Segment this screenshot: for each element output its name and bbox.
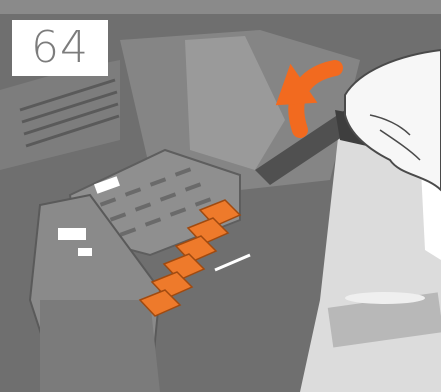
frame-label-1 (58, 228, 86, 240)
step-number: 64 (31, 26, 89, 70)
step-number-box: 64 (12, 20, 108, 76)
frame-label-2 (78, 248, 92, 256)
roller-highlight (345, 292, 425, 304)
top-edge (0, 0, 441, 14)
carriage-base (40, 300, 160, 392)
